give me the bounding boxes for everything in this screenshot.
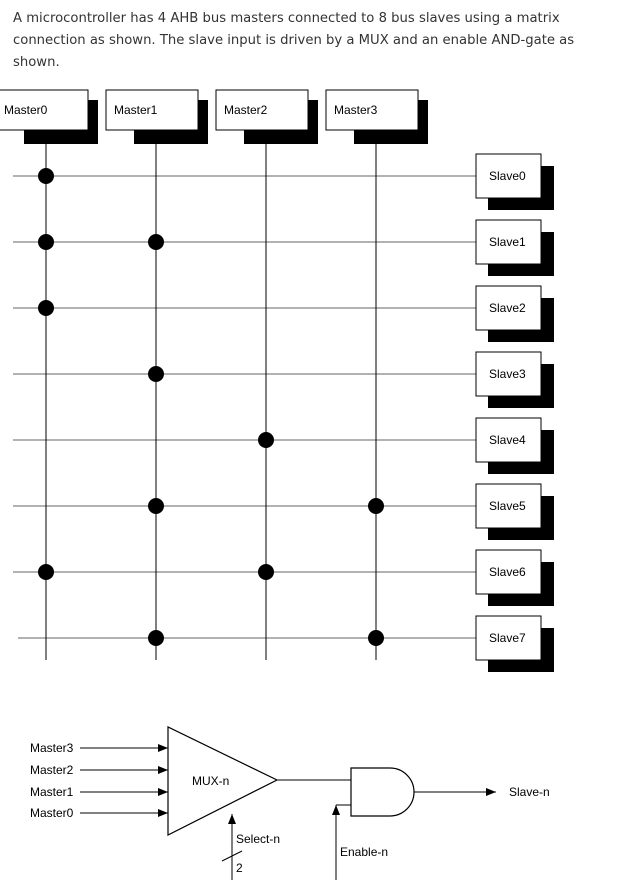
slave-box-6: Slave6 xyxy=(475,549,554,606)
mux-input-label: Master3 xyxy=(30,741,74,755)
slave-box-5: Slave5 xyxy=(475,483,554,540)
slave-box-4: Slave4 xyxy=(475,417,554,474)
mux-input-1: Master2 xyxy=(30,763,168,777)
connection-dot-s7-m1 xyxy=(148,630,164,646)
connection-dot-s6-m0 xyxy=(38,564,54,580)
slave-label: Slave5 xyxy=(489,499,526,513)
slave-label: Slave3 xyxy=(489,367,526,381)
select-width-label: 2 xyxy=(236,861,243,875)
slave-box-frame xyxy=(475,549,542,595)
master-box-2: Master2 xyxy=(215,89,318,144)
mux-triangle xyxy=(167,726,279,836)
master-boxes: Master0 Master1 Master2 Master3 xyxy=(0,89,428,144)
slave-box-frame xyxy=(475,615,542,661)
master-label: Master3 xyxy=(334,103,378,117)
master-box-frame xyxy=(325,89,419,131)
output-label: Slave-n xyxy=(509,785,550,799)
select-bus-slash xyxy=(221,850,243,862)
mux-input-3: Master0 xyxy=(30,806,168,820)
enable-label: Enable-n xyxy=(340,845,388,859)
slave-box-1: Slave1 xyxy=(475,219,554,276)
slave-box-0: Slave0 xyxy=(475,153,554,210)
slave-box-frame xyxy=(475,483,542,529)
connection-dot-s7-m3 xyxy=(368,630,384,646)
slave-label: Slave2 xyxy=(489,301,526,315)
master-box-frame xyxy=(105,89,199,131)
connection-dot-s2-m0 xyxy=(38,300,54,316)
slave-box-frame xyxy=(475,417,542,463)
slave-box-frame xyxy=(475,285,542,331)
connection-dot-s5-m3 xyxy=(368,498,384,514)
slave-label: Slave6 xyxy=(489,565,526,579)
slave-box-7: Slave7 xyxy=(475,615,554,672)
slave-box-3: Slave3 xyxy=(475,351,554,408)
connection-dot-s0-m0 xyxy=(38,168,54,184)
master-box-frame xyxy=(0,89,89,131)
mux-input-2: Master1 xyxy=(30,785,168,799)
master-label: Master1 xyxy=(114,103,158,117)
mux-input-label: Master2 xyxy=(30,763,74,777)
slave-boxes: Slave0Slave1Slave2Slave3Slave4Slave5Slav… xyxy=(475,153,554,672)
slave-box-frame xyxy=(475,351,542,397)
connection-dot-s1-m1 xyxy=(148,234,164,250)
connection-dot-s4-m2 xyxy=(258,432,274,448)
slave-box-2: Slave2 xyxy=(475,285,554,342)
connection-dot-s6-m2 xyxy=(258,564,274,580)
connection-dot-s5-m1 xyxy=(148,498,164,514)
slave-box-frame xyxy=(475,219,542,265)
master-box-1: Master1 xyxy=(105,89,208,144)
slave-label: Slave1 xyxy=(489,235,526,249)
master-label: Master2 xyxy=(224,103,268,117)
and-gate xyxy=(350,767,415,817)
question-text: A microcontroller has 4 AHB bus masters … xyxy=(13,11,575,70)
slave-label: Slave0 xyxy=(489,169,526,183)
slave-label: Slave4 xyxy=(489,433,526,447)
connection-dots xyxy=(38,168,384,646)
master-box-0: Master0 xyxy=(0,89,98,144)
slave-box-frame xyxy=(475,153,542,199)
connection-dot-s1-m0 xyxy=(38,234,54,250)
select-label: Select-n xyxy=(236,832,280,846)
matrix-grid xyxy=(13,135,476,660)
mux-input-label: Master0 xyxy=(30,806,74,820)
slave-label: Slave7 xyxy=(489,631,526,645)
master-label: Master0 xyxy=(4,103,48,117)
mux-input-label: Master1 xyxy=(30,785,74,799)
mux-label: MUX-n xyxy=(192,774,229,788)
master-box-frame xyxy=(215,89,309,131)
master-box-3: Master3 xyxy=(325,89,428,144)
mux-input-0: Master3 xyxy=(30,741,168,755)
connection-dot-s3-m1 xyxy=(148,366,164,382)
